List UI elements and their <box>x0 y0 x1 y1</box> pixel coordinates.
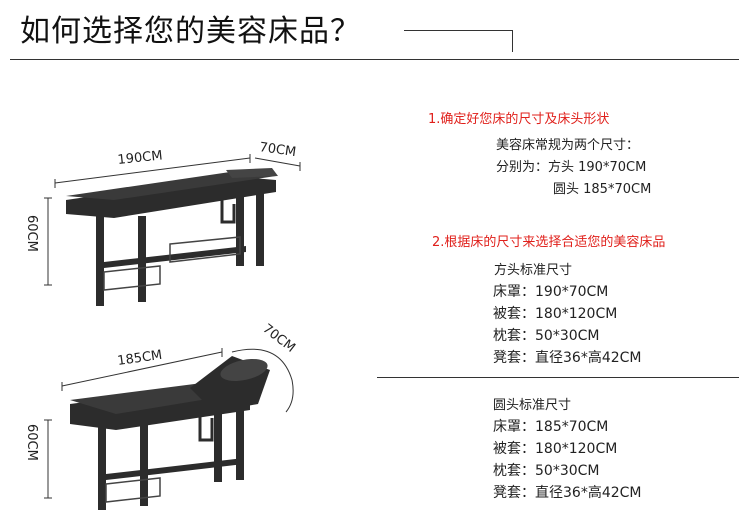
header-divider <box>10 59 739 60</box>
section1-heading: 1.确定好您床的尺寸及床头形状 <box>428 112 610 127</box>
section1-intro: 美容床常规为两个尺寸： <box>496 138 640 153</box>
bed2-height-label: 60CM <box>24 424 39 461</box>
title-deco-tick <box>512 30 513 52</box>
square-item: 凳套：直径36*高42CM <box>493 350 642 366</box>
round-item: 床罩：185*70CM <box>493 419 609 435</box>
bed2-length-label: 185CM <box>116 348 163 369</box>
bed1-length-label: 190CM <box>117 148 163 168</box>
square-size-title: 方头标准尺寸 <box>494 263 573 278</box>
title-deco-line <box>404 30 512 31</box>
square-item: 床罩：190*70CM <box>493 284 609 300</box>
section2-heading: 2.根据床的尺寸来选择合适您的美容床品 <box>432 235 666 250</box>
round-item: 凳套：直径36*高42CM <box>493 485 642 501</box>
bed1-height-label: 60CM <box>24 215 39 252</box>
bed1-width-label: 70CM <box>258 140 297 160</box>
round-item: 枕套：50*30CM <box>493 463 600 479</box>
section1-line2: 圆头 185*70CM <box>553 182 652 197</box>
section-divider <box>377 377 739 378</box>
round-item: 被套：180*120CM <box>493 441 618 457</box>
square-item: 枕套：50*30CM <box>493 328 600 344</box>
round-size-title: 圆头标准尺寸 <box>493 398 572 413</box>
page-title: 如何选择您的美容床品？ <box>20 14 361 49</box>
section1-line1: 分别为：方头 190*70CM <box>496 160 647 175</box>
round-bed-illustration: 185CM 70CM 60CM <box>24 321 298 510</box>
square-item: 被套：180*120CM <box>493 306 618 322</box>
square-bed-illustration: 190CM 70CM 60CM <box>24 140 301 306</box>
